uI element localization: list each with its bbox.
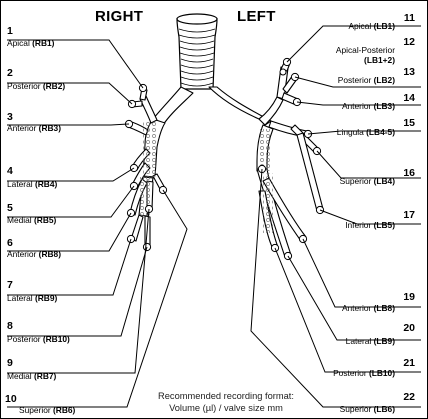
- segment-label-lb10: Posterior (LB10): [333, 368, 395, 378]
- segment-label-rb3: Anterior (RB3): [7, 123, 61, 133]
- segment-label-rb8: Anterior (RB8): [7, 249, 61, 259]
- segment-label-lb2: Posterior (LB2): [338, 75, 395, 85]
- segment-label-rb7: Medial (RB7): [7, 371, 56, 381]
- segment-number-6: 6: [7, 237, 13, 249]
- segment-label-lb6: Superior (LB6): [340, 404, 395, 414]
- segment-number-12: 12: [403, 36, 415, 48]
- segment-label-rb1: Apical (RB1): [7, 38, 54, 48]
- segment-label-lb4-5: Lingula (LB4-5): [337, 127, 395, 137]
- segment-number-15: 15: [403, 117, 415, 129]
- left-bronchial-tree: [209, 61, 323, 257]
- segment-number-5: 5: [7, 202, 13, 214]
- segment-number-13: 13: [403, 66, 415, 78]
- segment-label-rb5: Medial (RB5): [7, 215, 56, 225]
- segment-number-17: 17: [403, 209, 415, 221]
- segment-label-lb4: Superior (LB4): [340, 176, 395, 186]
- recording-format-line-2: Volume (µl) / valve size mm: [121, 402, 331, 414]
- segment-number-3: 3: [7, 111, 13, 123]
- segment-label-rb10: Posterior (RB10): [7, 334, 70, 344]
- segment-number-8: 8: [7, 320, 13, 332]
- segment-number-7: 7: [7, 279, 13, 291]
- segment-number-11: 11: [404, 12, 415, 24]
- segment-number-16: 16: [403, 167, 415, 179]
- trachea: [177, 14, 217, 89]
- segment-number-20: 20: [403, 322, 415, 334]
- segment-label-lb8: Anterior (LB8): [342, 303, 395, 313]
- segment-number-21: 21: [403, 357, 415, 369]
- segment-number-22: 22: [403, 391, 415, 403]
- segment-number-2: 2: [7, 67, 13, 79]
- segment-label-lb1-2: Apical-Posterior(LB1+2): [336, 45, 395, 65]
- segment-label-rb9: Lateral (RB9): [7, 293, 57, 303]
- segment-number-1: 1: [7, 25, 13, 37]
- segment-number-19: 19: [403, 291, 415, 303]
- segment-label-rb4: Lateral (RB4): [7, 179, 57, 189]
- segment-label-lb3: Anterior (LB3): [342, 101, 395, 111]
- segment-number-9: 9: [7, 357, 13, 369]
- segment-label-lb5: Inferior (LB5): [345, 220, 395, 230]
- segment-number-10: 10: [5, 393, 17, 405]
- recording-format-line-1: Recommended recording format:: [121, 390, 331, 402]
- segment-number-4: 4: [7, 165, 13, 177]
- segment-number-14: 14: [403, 92, 415, 104]
- segment-label-lb1: Apical (LB1): [348, 21, 395, 31]
- left-lung-heading: LEFT: [237, 8, 276, 25]
- segment-label-lb9: Lateral (LB9): [346, 336, 395, 346]
- right-lung-heading: RIGHT: [95, 8, 143, 25]
- segment-label-rb2: Posterior (RB2): [7, 81, 65, 91]
- segment-label-rb6: Superior (RB6): [19, 405, 75, 415]
- recording-format-note: Recommended recording format: Volume (µl…: [121, 390, 331, 414]
